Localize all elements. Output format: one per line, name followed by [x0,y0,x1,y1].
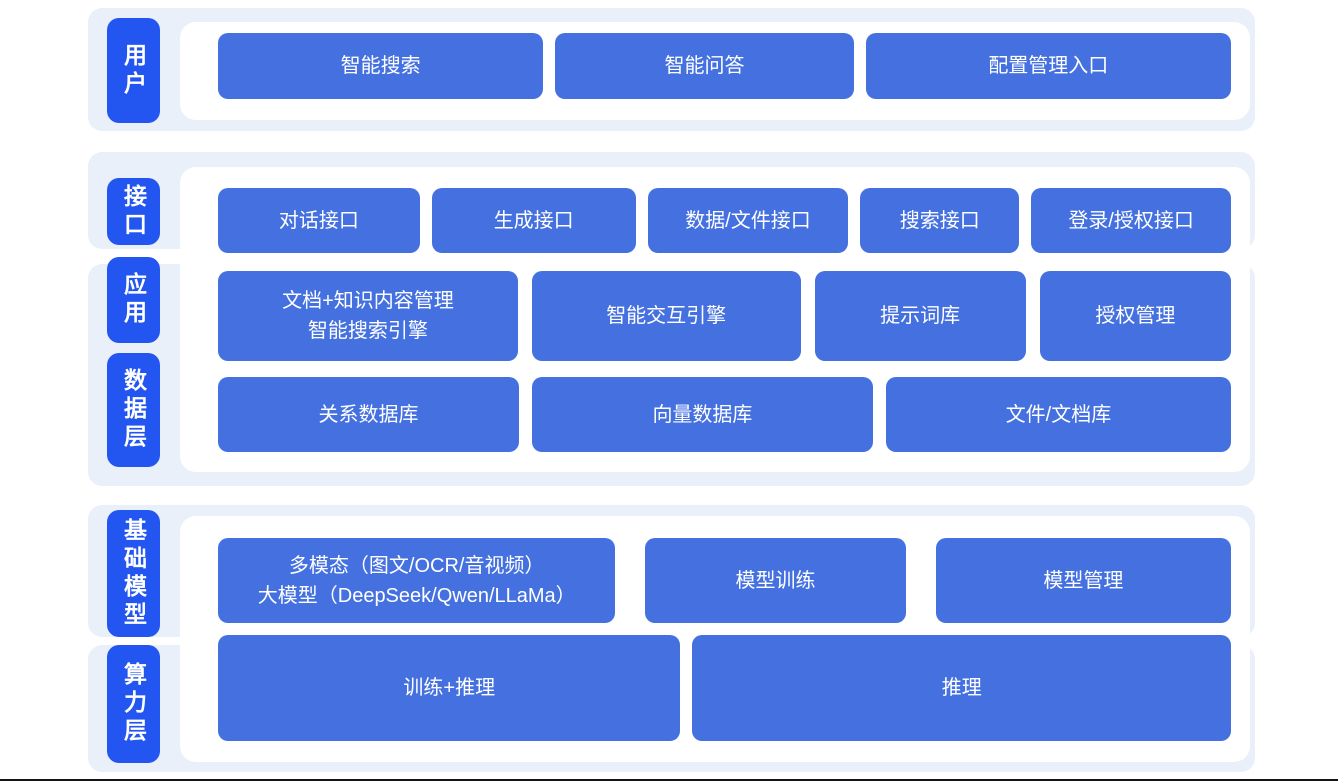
layer-group-user: 用户 智能搜索 智能问答 配置管理入口 [88,8,1255,131]
node-row-application: 文档+知识内容管理 智能搜索引擎 智能交互引擎 提示词库 授权管理 [218,271,1232,361]
node-training-plus-inference: 训练+推理 [218,635,681,741]
node-inference: 推理 [692,635,1231,741]
panel-user: 智能搜索 智能问答 配置管理入口 [180,22,1250,120]
node-model-training: 模型训练 [645,538,906,623]
layer-label-data: 数据层 [107,353,160,467]
bottom-divider [0,779,1338,781]
panel-middle: 对话接口 生成接口 数据/文件接口 搜索接口 登录/授权接口 文档+知识内容管理… [180,167,1250,472]
node-model-management: 模型管理 [935,538,1231,623]
layer-label-foundation-model: 基础模型 [107,510,160,637]
node-row-interface: 对话接口 生成接口 数据/文件接口 搜索接口 登录/授权接口 [218,188,1231,253]
node-data-file-api: 数据/文件接口 [647,188,849,253]
node-dialog-api: 对话接口 [218,188,420,253]
node-authorization-management: 授权管理 [1039,271,1232,361]
node-row-compute: 训练+推理 推理 [218,635,1231,741]
node-doc-knowledge-search-engine: 文档+知识内容管理 智能搜索引擎 [218,271,518,361]
node-file-document-store: 文件/文档库 [885,377,1231,452]
node-row-data: 关系数据库 向量数据库 文件/文档库 [218,377,1231,452]
node-login-auth-api: 登录/授权接口 [1031,188,1231,253]
layer-label-interface: 接口 [107,178,160,245]
node-relational-db: 关系数据库 [218,377,519,452]
node-smart-search: 智能搜索 [218,33,544,99]
node-search-api: 搜索接口 [860,188,1020,253]
node-vector-db: 向量数据库 [531,377,873,452]
layer-group-middle: 接口 应用 数据层 对话接口 生成接口 数据/文件接口 搜索接口 登录/授权接口… [88,152,1255,486]
layer-label-application: 应用 [107,257,160,343]
node-smart-qa: 智能问答 [555,33,854,99]
node-row-foundation-model: 多模态（图文/OCR/音视频） 大模型（DeepSeek/Qwen/LLaMa）… [218,538,1231,623]
layer-label-compute: 算力层 [107,645,160,763]
layer-group-bottom: 基础模型 算力层 多模态（图文/OCR/音视频） 大模型（DeepSeek/Qw… [88,505,1255,772]
node-prompt-library: 提示词库 [814,271,1026,361]
panel-bottom: 多模态（图文/OCR/音视频） 大模型（DeepSeek/Qwen/LLaMa）… [180,516,1250,762]
node-multimodal-large-model: 多模态（图文/OCR/音视频） 大模型（DeepSeek/Qwen/LLaMa） [218,538,616,623]
node-smart-interaction-engine: 智能交互引擎 [531,271,801,361]
node-generation-api: 生成接口 [431,188,636,253]
node-config-management-entry: 配置管理入口 [865,33,1231,99]
node-row-user: 智能搜索 智能问答 配置管理入口 [218,33,1231,99]
layer-label-user: 用户 [107,18,160,123]
